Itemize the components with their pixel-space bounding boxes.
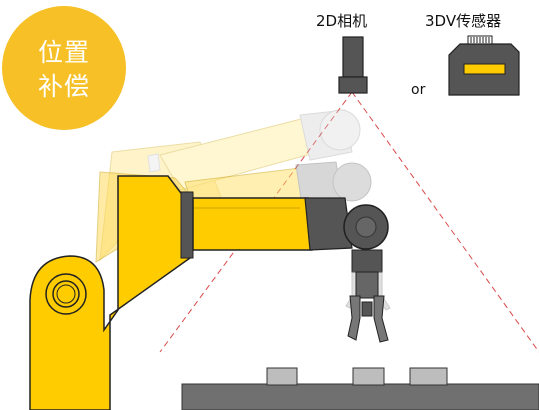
sensor-3dv-label: 3DV传感器 (425, 12, 502, 30)
workpiece (352, 367, 385, 386)
badge-line-2: 补偿 (37, 72, 90, 101)
camera-2d-label: 2D相机 (316, 12, 368, 30)
workpiece (266, 367, 298, 386)
robot-gripper (343, 204, 391, 343)
or-label: or (411, 82, 426, 98)
workpiece (409, 367, 448, 386)
conveyor (181, 367, 539, 410)
robot-base (29, 175, 191, 410)
position-compensation-badge (2, 6, 126, 130)
3dv-sensor-icon (448, 35, 520, 96)
camera-2d-icon (338, 36, 368, 94)
robot-upper-arm (180, 191, 353, 259)
badge-line-1: 位置 (37, 38, 90, 67)
